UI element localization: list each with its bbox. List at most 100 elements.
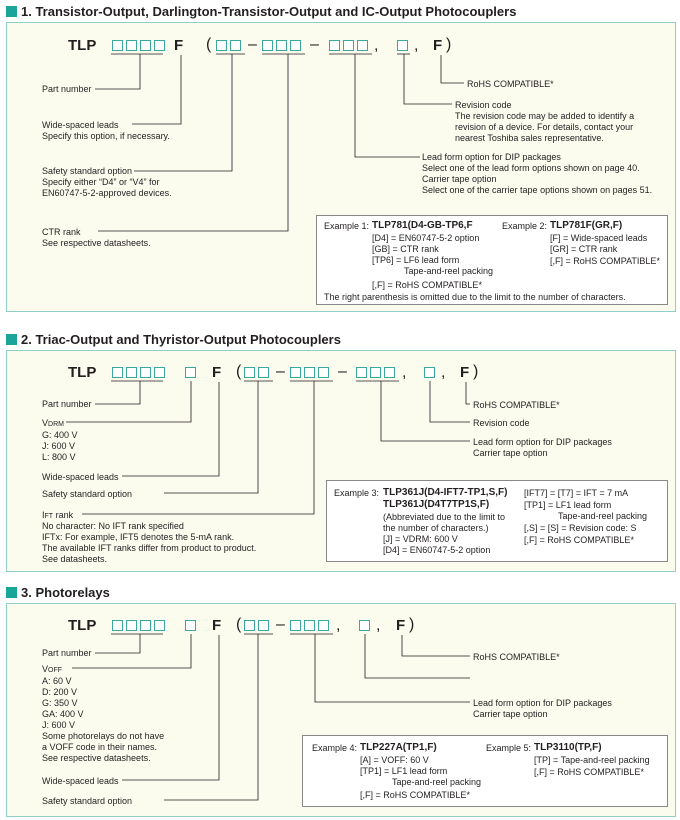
label-lead-form-desc: Select one of the lead form options show… [422,163,640,173]
label-voff-line: D: 200 V [42,687,78,697]
voff-box [185,620,199,631]
code-rohs-f: F [460,364,470,381]
label-voff-line: A: 60 V [42,676,72,686]
safety-boxes [244,620,272,631]
label-vdrm-line: G: 400 V [42,430,78,440]
ex1-line: Tape-and-reel packing [404,266,494,276]
code-open-paren: ( [236,616,242,633]
section-3-title: 3. Photorelays [6,585,110,600]
ex3-right-line: [,S] = [S] = Revision code: S [524,523,637,533]
label-safety: Safety standard option [42,166,133,176]
ex1-label: Example 1: [324,221,370,231]
label-revision-desc-2: revision of a device. For details, conta… [455,122,634,132]
section-3-title-text: 3. Photorelays [21,585,110,600]
label-vdrm: VDRM [42,418,64,428]
label-rohs: RoHS COMPATIBLE* [473,400,560,410]
label-carrier: Carrier tape option [422,174,497,184]
ex3-right-line: [,F] = RoHS COMPATIBLE* [524,535,634,545]
code-dash-2: – [338,363,347,380]
example-box-3 [326,480,668,562]
ex1-line: [TP6] = LF6 lead form [372,255,460,265]
code-prefix: TLP [68,617,97,634]
ex3-line: (Abbreviated due to the limit to [383,512,506,522]
ift-boxes [290,367,332,378]
code-wide-f: F [212,617,222,634]
ex4-line: [,F] = RoHS COMPATIBLE* [360,790,470,800]
section-1-title: 1. Transistor-Output, Darlington-Transis… [6,4,516,19]
label-voff-line: a VOFF code in their names. [42,742,158,752]
section-square-icon [6,587,17,598]
code-comma-2: , [441,364,446,381]
label-lead-form: Lead form option for DIP packages [473,698,612,708]
ex3-code-1: TLP361J(D4-IFT7-TP1,S,F) [383,487,508,498]
lead-form-boxes [290,620,332,631]
ex2-line: [,F] = RoHS COMPATIBLE* [550,256,660,266]
label-safety-desc-2: EN60747-5-2-approved devices. [42,188,172,198]
label-revision-desc-3: nearest Toshiba sales representative. [455,133,604,143]
label-safety-desc-1: Specify either “D4” or “V4” for [42,177,160,187]
label-revision-desc-1: The revision code may be added to identi… [455,111,635,121]
label-lead-form: Lead form option for DIP packages [422,152,561,162]
ex3-line: [J] = VDRM: 600 V [383,534,458,544]
ex3-code-2: TLP361J(D4T7TP1S,F) [383,499,490,510]
part-number-boxes [112,620,168,631]
section-square-icon [6,334,17,345]
code-dash-1: – [276,363,285,380]
section-square-icon [6,6,17,17]
label-ift-line: See datasheets. [42,554,108,564]
ex3-right-line: [IFT7] = [T7] = IFT = 7 mA [524,488,629,498]
label-revision: Revision code [455,100,512,110]
code-rohs-f: F [396,617,406,634]
label-carrier-desc: Select one of the carrier tape options s… [422,185,653,195]
label-wide-spaced: Wide-spaced leads [42,120,119,130]
label-carrier: Carrier tape option [473,448,548,458]
label-part-number: Part number [42,399,92,409]
ex4-code: TLP227A(TP1,F) [360,742,437,753]
revision-box [424,367,438,378]
label-ift: IFT rank [42,510,74,520]
code-prefix: TLP [68,37,97,54]
safety-boxes [244,367,272,378]
ex2-line: [F] = Wide-spaced leads [550,233,648,243]
revision-box [397,40,411,51]
ctr-boxes [262,40,304,51]
example-box-1 [316,215,668,305]
label-wide-spaced: Wide-spaced leads [42,776,119,786]
label-carrier: Carrier tape option [473,709,548,719]
ex4-line: [TP1] = LF1 lead form [360,766,448,776]
part-number-boxes [112,40,168,51]
ex3-right-line: Tape-and-reel packing [558,511,648,521]
lead-form-boxes [329,40,371,51]
label-ctr: CTR rank [42,227,81,237]
label-ift-line: No character: No IFT rank specified [42,521,184,531]
code-open-paren: ( [206,36,212,53]
ex2-code: TLP781F(GR,F) [550,220,623,231]
code-dash-2: – [310,36,319,53]
label-wide-spaced: Wide-spaced leads [42,472,119,482]
label-safety: Safety standard option [42,489,133,499]
ex1-line: [D4] = EN60747-5-2 option [372,233,480,243]
example-box-4 [302,735,668,807]
label-voff-line: GA: 400 V [42,709,84,719]
code-dash-1: – [276,616,285,633]
part-number-boxes [112,367,168,378]
code-wide-f: F [174,37,184,54]
label-voff-line: See respective datasheets. [42,753,151,763]
label-vdrm-line: L: 800 V [42,452,76,462]
ex3-label: Example 3: [334,488,380,498]
label-rohs: RoHS COMPATIBLE* [473,652,560,662]
label-ift-line: IFTx: For example, IFT5 denotes the 5-mA… [42,532,235,542]
vdrm-box [185,367,199,378]
ex2-label: Example 2: [502,221,548,231]
code-rohs-f: F [433,37,443,54]
ex-note: The right parenthesis is omitted due to … [324,292,626,302]
code-wide-f: F [212,364,222,381]
code-prefix: TLP [68,364,97,381]
label-revision: Revision code [473,418,530,428]
section-2-title: 2. Triac-Output and Thyristor-Output Pho… [6,332,341,347]
label-voff: VOFF [42,664,63,674]
code-comma-1: , [374,37,379,54]
section-2-title-text: 2. Triac-Output and Thyristor-Output Pho… [21,332,341,347]
ex3-line: [D4] = EN60747-5-2 option [383,545,491,555]
label-ctr-desc: See respective datasheets. [42,238,151,248]
